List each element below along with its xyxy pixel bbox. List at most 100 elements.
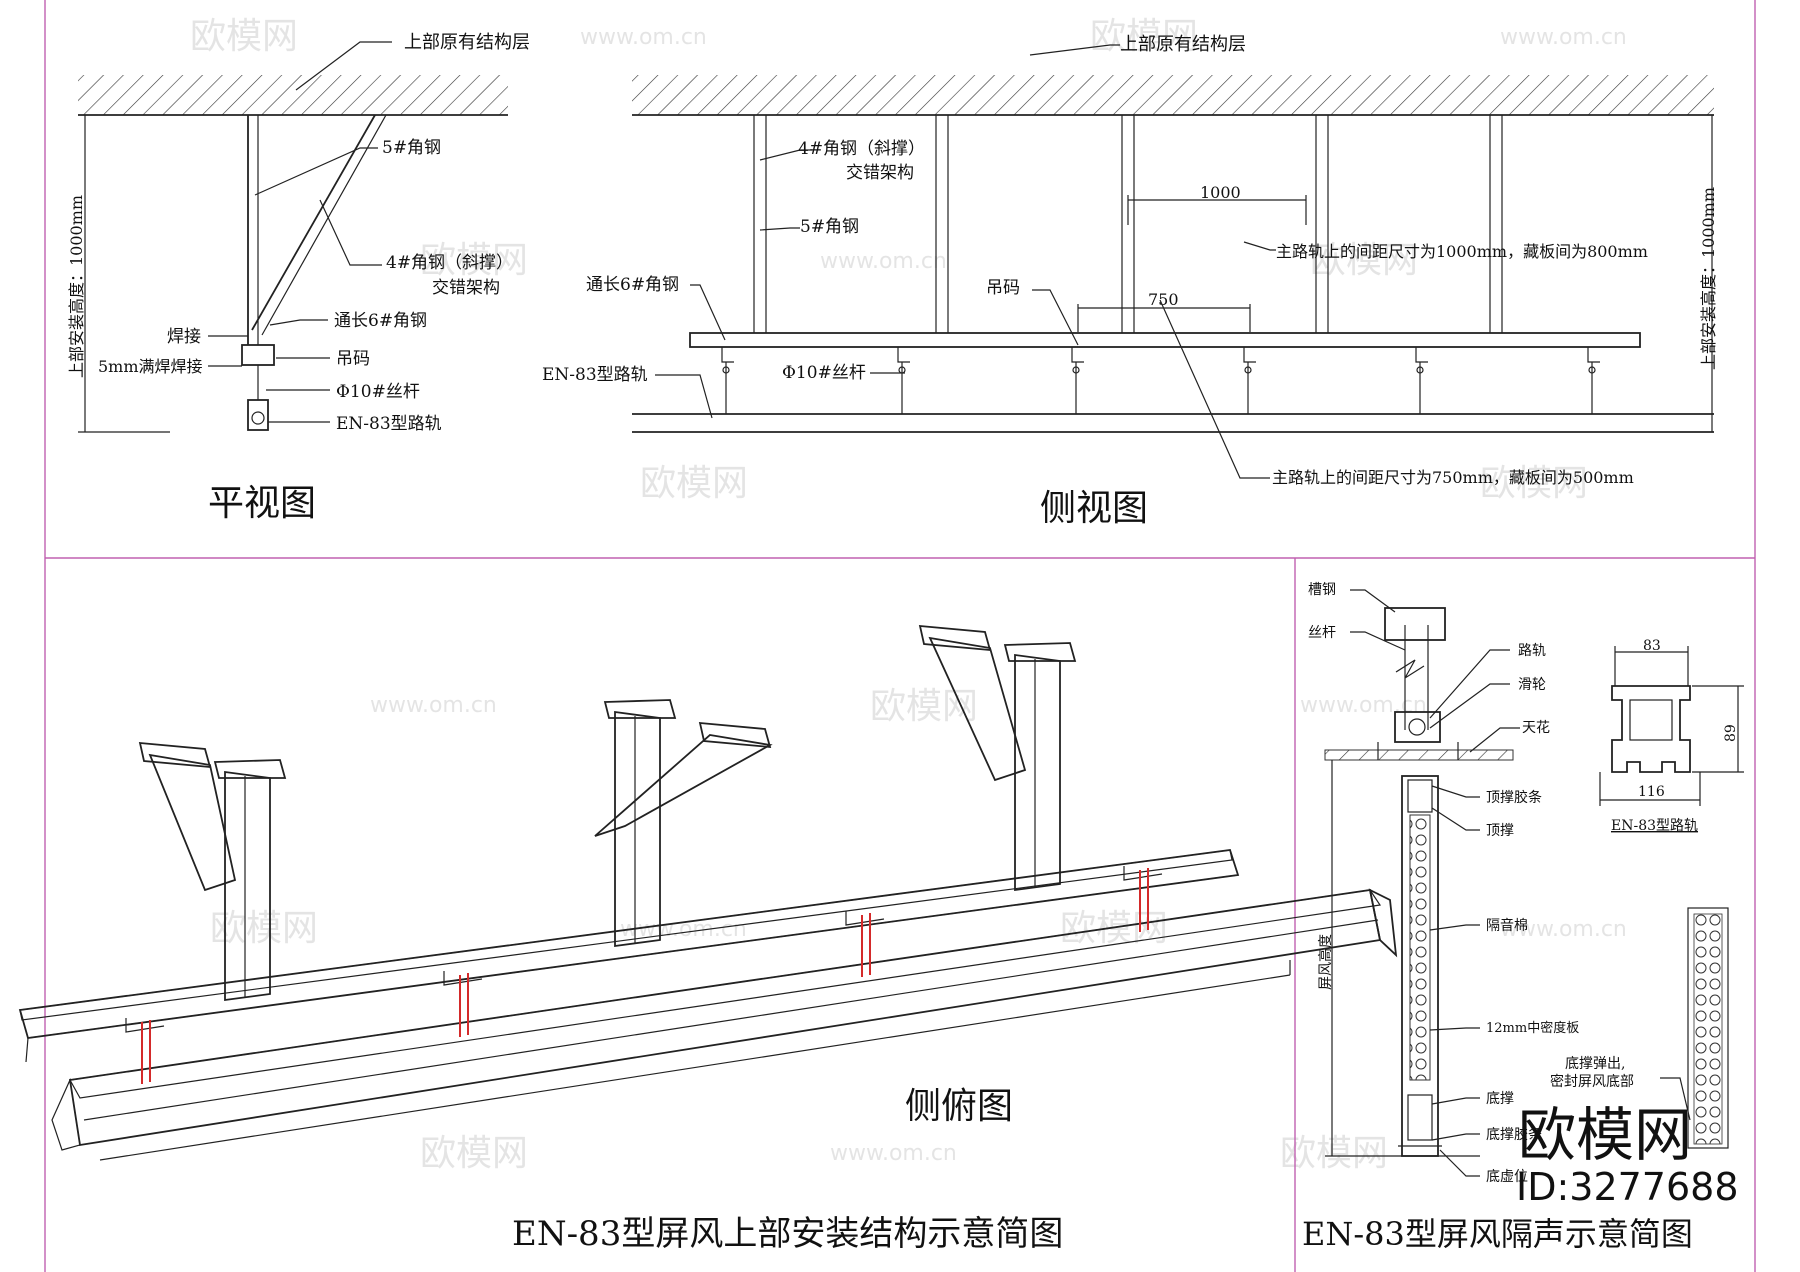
iso-brace <box>928 636 1027 782</box>
side-label-angle4b: 交错架构 <box>846 163 914 183</box>
side-hanger <box>1415 347 1428 363</box>
sec-label-rail: 路轨 <box>1518 643 1546 659</box>
iso-post-plate <box>1003 642 1077 662</box>
watermarks: 欧模网 www.om.cn 欧模网 www.om.cn 欧模网 www.om.c… <box>190 16 1627 1174</box>
side-label-hanger: 吊码 <box>986 278 1020 298</box>
watermark-brand: 欧模网 <box>1280 1133 1388 1174</box>
iso-post-plate <box>603 699 677 719</box>
watermark-brand: 欧模网 <box>870 686 978 727</box>
sec-label-channel: 槽钢 <box>1308 582 1336 598</box>
side-label-top-layer: 上部原有结构层 <box>1120 34 1246 55</box>
brand-id-text: ID:3277688 <box>1516 1165 1739 1209</box>
watermark-site: www.om.cn <box>820 249 947 274</box>
watermark-site: www.om.cn <box>830 1141 957 1166</box>
plan-label-weld: 焊接 <box>167 327 201 347</box>
side-view-title: 侧视图 <box>1040 488 1148 529</box>
sheet-frame <box>44 0 1756 1272</box>
iso-view-title: 侧俯图 <box>905 1086 1013 1127</box>
dim-750: 750 <box>1148 290 1179 309</box>
side-rod-nut <box>1588 366 1596 374</box>
watermark-site: www.om.cn <box>1500 25 1627 50</box>
watermark-site: www.om.cn <box>580 25 707 50</box>
watermark-site: www.om.cn <box>1300 693 1427 718</box>
side-label-angle4a: 4#角钢（斜撑） <box>798 139 925 159</box>
watermark-brand: 欧模网 <box>420 1133 528 1174</box>
sec-label-pulley: 滑轮 <box>1518 676 1546 693</box>
side-rod-nut <box>1244 366 1252 374</box>
section-caption: EN-83型屏风隔声示意简图 <box>1302 1215 1693 1253</box>
plan-label-rail: EN-83型路轨 <box>336 414 442 434</box>
sec-label-board: 12mm中密度板 <box>1486 1020 1579 1036</box>
isometric-view: 侧俯图 EN-83型屏风上部安装结构示意简图 <box>18 624 1398 1254</box>
iso-post <box>224 770 271 1002</box>
watermark-brand: 欧模网 <box>190 16 298 57</box>
iso-post-plate <box>213 759 287 779</box>
sec-label-insulation: 隔音棉 <box>1486 917 1528 934</box>
profile-dim-83: 83 <box>1643 638 1661 654</box>
plan-label-angle4a: 4#角钢（斜撑） <box>386 253 513 273</box>
profile-dim-89: 89 <box>1723 724 1739 742</box>
plan-view-title: 平视图 <box>208 483 316 524</box>
iso-rods <box>125 866 1163 1084</box>
iso-hanger <box>125 1018 165 1033</box>
plan-view: 上部原有结构层 5#角钢 4#角钢（斜撑） 交错架构 通长6#角钢 焊接 5mm… <box>67 32 530 524</box>
side-rod-nut <box>1072 366 1080 374</box>
sec-label-screen-height: 屏风高度 <box>1317 934 1334 990</box>
iso-brace-plate <box>138 741 212 769</box>
plan-label-angle6: 通长6#角钢 <box>334 311 427 331</box>
side-hanger <box>1587 347 1600 363</box>
sec-label-bottom-strip: 底撑胶条 <box>1486 1126 1542 1143</box>
sec-label-ceiling: 天花 <box>1522 720 1550 736</box>
sec-label-bottom-brace: 底撑 <box>1486 1091 1514 1107</box>
iso-brace <box>594 734 773 837</box>
profile-label: EN-83型路轨 <box>1611 818 1698 834</box>
side-hanger <box>897 347 910 363</box>
side-note-750: 主路轨上的间距尺寸为750mm，藏板间为500mm <box>1272 468 1634 487</box>
plan-label-hanger: 吊码 <box>336 349 370 369</box>
plan-label-full-weld: 5mm满焊焊接 <box>98 357 203 376</box>
sec-label-rod: 丝杆 <box>1308 625 1336 641</box>
watermark-brand: 欧模网 <box>1060 908 1168 949</box>
side-label-angle6: 通长6#角钢 <box>586 275 679 295</box>
watermark-site: www.om.cn <box>1500 917 1627 942</box>
sec-label-pop-b: 密封屏风底部 <box>1550 1073 1634 1090</box>
brand-watermark: 欧模网 ID:3277688 <box>1516 1101 1739 1209</box>
side-hanger <box>1243 347 1256 363</box>
side-view: 1000 750 上部原有结构层 4#角钢（斜撑） 交错架构 5#角钢 通长6#… <box>542 34 1718 529</box>
side-note-1000: 主路轨上的间距尺寸为1000mm，藏板间为800mm <box>1276 242 1648 261</box>
side-hanger <box>1071 347 1084 363</box>
watermark-site: www.om.cn <box>370 693 497 718</box>
iso-brace-plate <box>698 721 772 749</box>
section-view: 槽钢 丝杆 路轨 滑轮 天花 顶撑胶条 顶撑 隔音棉 12mm中密度板 底撑 底… <box>1302 582 1744 1253</box>
iso-hanger <box>845 911 885 926</box>
iso-hanger <box>443 971 483 986</box>
iso-post <box>614 710 661 948</box>
plan-height-label: 上部安装高度：1000mm <box>67 195 86 378</box>
brand-logo-text: 欧模网 <box>1518 1101 1692 1169</box>
profile-dim-116: 116 <box>1638 784 1665 800</box>
side-height-label: 上部安装高度：1000mm <box>1699 187 1718 370</box>
dim-1000: 1000 <box>1200 183 1241 202</box>
sec-label-bottom-gap: 底虚位 <box>1486 1169 1528 1185</box>
plan-label-angle4b: 交错架构 <box>432 278 500 298</box>
sec-label-top-brace: 顶撑 <box>1486 823 1514 839</box>
side-label-rod: Φ10#丝杆 <box>782 363 866 383</box>
rail-profile: 83 89 116 EN-83型路轨 <box>1599 638 1744 834</box>
side-label-rail: EN-83型路轨 <box>542 365 648 385</box>
watermark-brand: 欧模网 <box>210 908 318 949</box>
iso-brace-plate <box>918 624 992 652</box>
side-posts <box>753 115 1503 333</box>
iso-hanger <box>1123 866 1163 881</box>
iso-brace <box>148 753 237 892</box>
watermark-brand: 欧模网 <box>420 240 528 281</box>
iso-caption: EN-83型屏风上部安装结构示意简图 <box>512 1214 1063 1254</box>
side-hangers <box>721 347 1600 414</box>
watermark-brand: 欧模网 <box>640 463 748 504</box>
watermark-brand: 欧模网 <box>1090 16 1198 57</box>
sec-label-top-strip: 顶撑胶条 <box>1486 789 1542 806</box>
watermark-brand: 欧模网 <box>1480 463 1588 504</box>
plan-label-angle5: 5#角钢 <box>382 138 441 158</box>
side-rod-nut <box>722 366 730 374</box>
